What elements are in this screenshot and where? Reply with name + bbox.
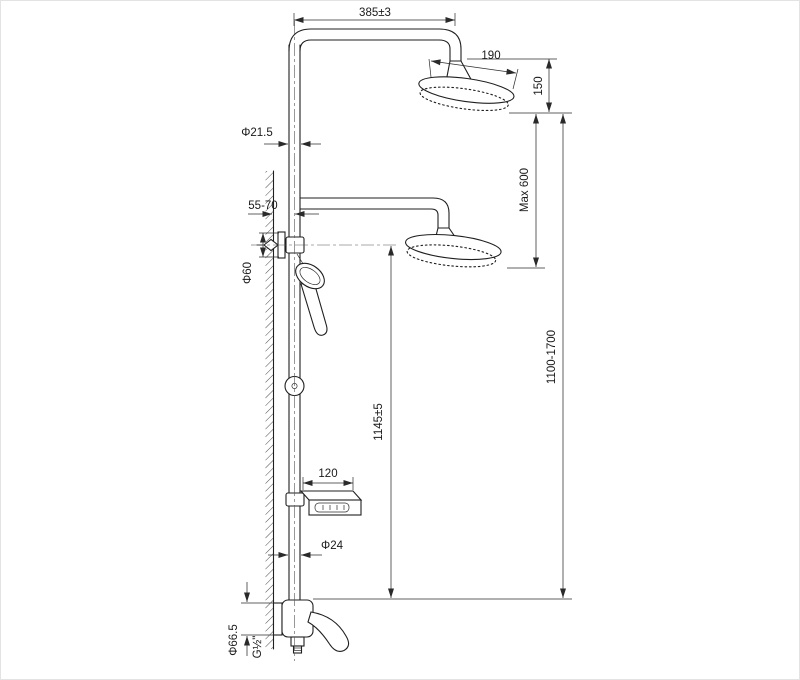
mixer-valve bbox=[272, 599, 350, 654]
rain-shower-head-top bbox=[418, 76, 515, 112]
soap-shelf bbox=[285, 490, 363, 516]
dim-head-diameter: 190 bbox=[481, 50, 500, 62]
dim-shelf-width: 120 bbox=[318, 468, 337, 480]
valve-lever-handle bbox=[307, 611, 350, 652]
spray-face-lower bbox=[406, 244, 497, 268]
dim-bracket-diameter: Φ60 bbox=[242, 262, 254, 284]
valve-escutcheon bbox=[272, 602, 283, 636]
dim-max-head-spacing: Max 600 bbox=[519, 168, 531, 212]
dim-pipe-diameter: Φ21.5 bbox=[241, 127, 273, 139]
shelf-clamp bbox=[285, 492, 305, 507]
dim-escutcheon-diameter: Φ66.5 bbox=[228, 624, 240, 656]
dimension-lines bbox=[244, 17, 566, 656]
dim-column-height: 1100-1700 bbox=[546, 330, 558, 384]
wall-section bbox=[265, 170, 275, 650]
dim-slide-bar-diameter: Φ24 bbox=[321, 540, 344, 552]
center-lines bbox=[251, 21, 397, 661]
dim-thread-size: G½" bbox=[252, 636, 264, 659]
dim-wall-clearance: 55-70 bbox=[248, 200, 277, 212]
hand-shower bbox=[295, 253, 328, 336]
hose-outlet bbox=[290, 636, 305, 647]
dim-bar-length: 1145±5 bbox=[373, 403, 385, 440]
dimension-labels: 385±3 190 150 Φ21.5 Max 600 55-70 Φ60 11… bbox=[228, 7, 558, 658]
hand-shower-head bbox=[295, 262, 325, 290]
rain-shower-head-lower bbox=[405, 233, 502, 268]
spray-face-top bbox=[419, 86, 509, 112]
shower-column-pipe bbox=[288, 44, 301, 602]
dim-top-offset: 385±3 bbox=[359, 7, 391, 19]
hand-shower-handle bbox=[300, 281, 328, 336]
valve-body bbox=[281, 599, 314, 638]
dim-head-drop: 150 bbox=[533, 76, 545, 95]
extension-lines bbox=[241, 13, 572, 636]
